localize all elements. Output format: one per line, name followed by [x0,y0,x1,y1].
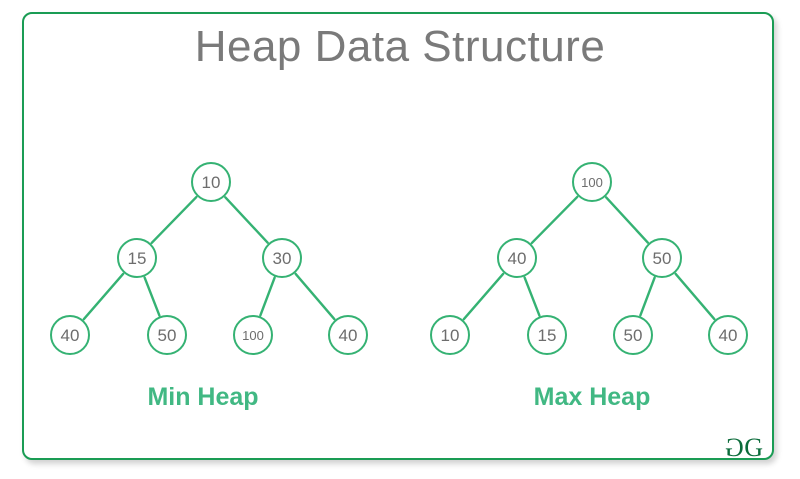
tree-node: 100 [233,315,273,355]
logo-glyph-left: G [726,433,745,462]
tree-node: 50 [147,315,187,355]
tree-node: 100 [572,162,612,202]
tree-node: 50 [642,238,682,278]
tree-node: 50 [613,315,653,355]
tree-node: 15 [527,315,567,355]
tree-node: 40 [708,315,748,355]
heap-label-min-heap: Min Heap [147,383,259,411]
tree-node: 30 [262,238,302,278]
tree-node: 10 [191,162,231,202]
tree-node: 40 [497,238,537,278]
tree-node: 40 [50,315,90,355]
diagram-frame [22,12,774,460]
tree-node: 15 [117,238,157,278]
page-title: Heap Data Structure [194,22,606,71]
tree-node: 10 [430,315,470,355]
heap-label-max-heap: Max Heap [533,383,651,411]
tree-node: 40 [328,315,368,355]
geeksforgeeks-logo: GG [726,433,763,462]
logo-glyph-right: G [744,433,763,462]
